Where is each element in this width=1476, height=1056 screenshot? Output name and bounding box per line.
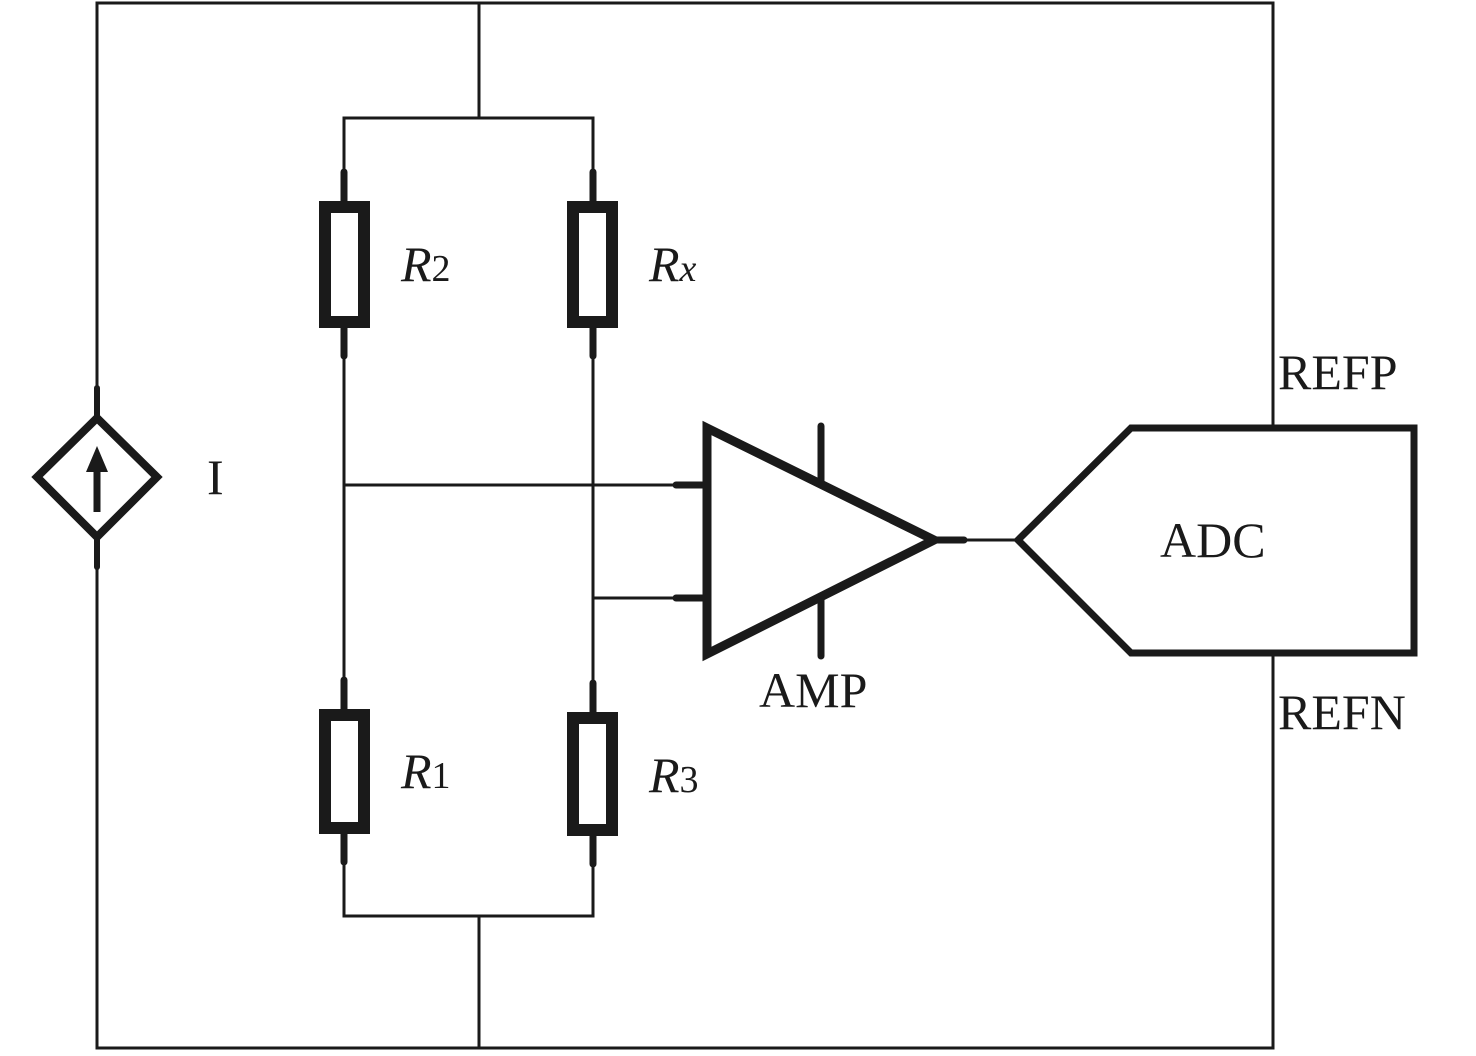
amplifier [672,420,968,662]
outer-loop-wires [95,1,1275,1050]
adc-block [1013,424,1418,657]
refn-label: REFN [1278,684,1406,740]
bridge-wires [342,1,678,1050]
refp-label: REFP [1278,344,1398,400]
resistor-r2 [319,168,370,360]
resistor-rx [567,168,618,360]
current-source [31,385,163,570]
amplifier-label: AMP [759,662,867,718]
resistor-r1-label: R1 [400,743,451,799]
resistor-r1 [319,676,370,866]
current-source-label: I [207,449,224,505]
resistor-r2-label: R2 [400,236,451,292]
resistor-r3-label: R3 [648,747,699,803]
resistor-rx-label: Rx [648,236,697,292]
adc-label: ADC [1160,512,1266,568]
resistor-r3 [567,679,618,868]
